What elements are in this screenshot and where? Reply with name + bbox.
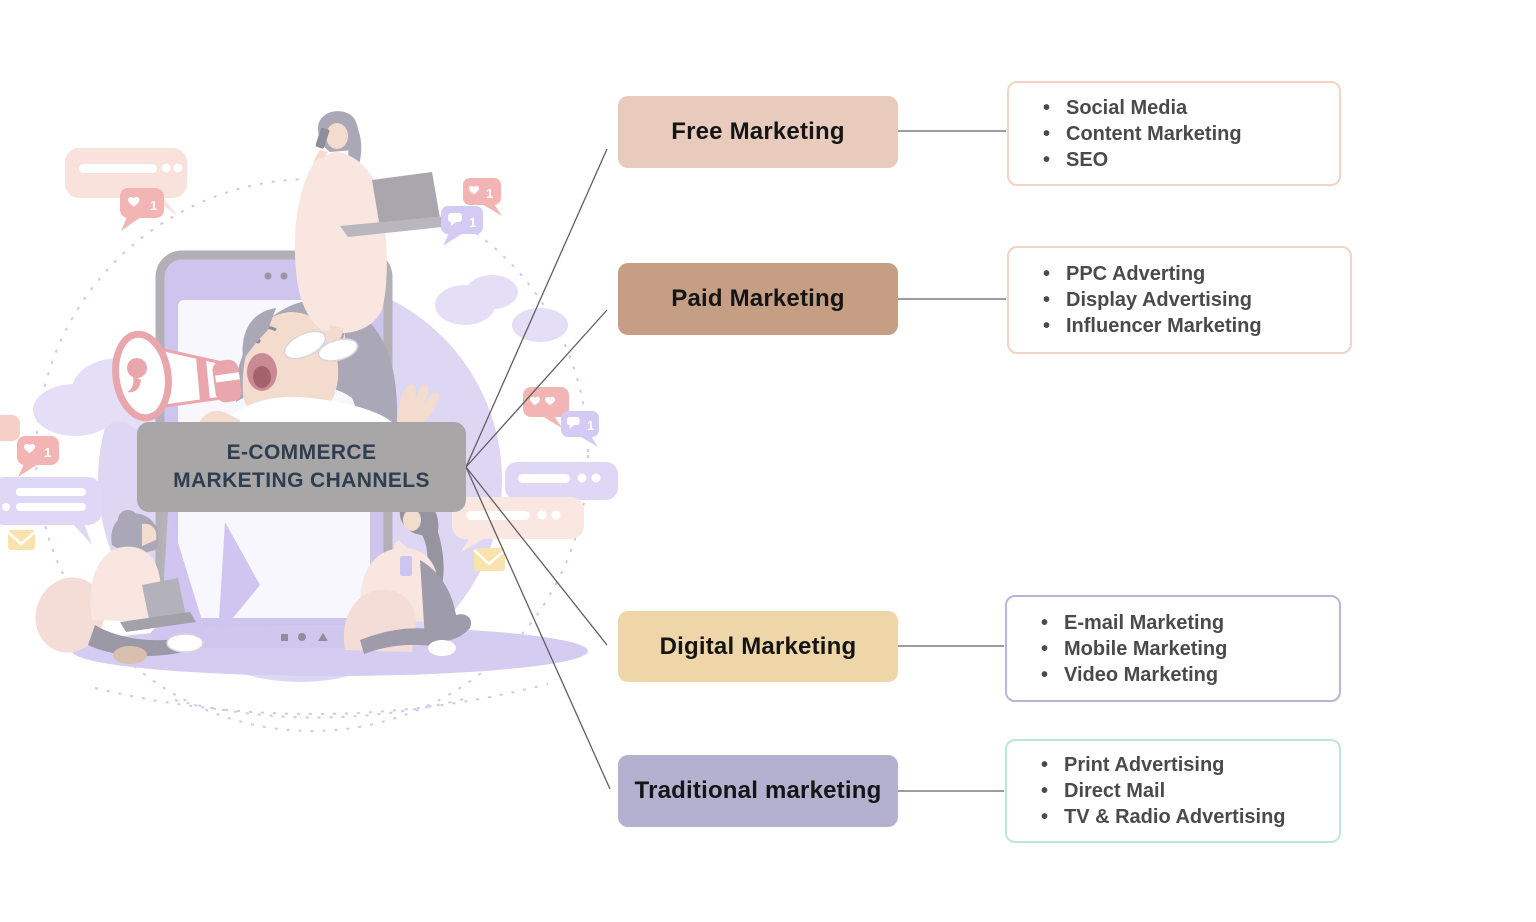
connector-line <box>465 466 608 646</box>
connector-line <box>465 309 608 468</box>
heart-badge: 1 <box>120 188 164 231</box>
list-digital-marketing: E-mail Marketing Mobile Marketing Video … <box>1005 595 1341 702</box>
list-free-marketing: Social Media Content Marketing SEO <box>1007 81 1341 186</box>
svg-text:1: 1 <box>150 198 157 213</box>
central-node: E-COMMERCE MARKETING CHANNELS <box>137 422 466 512</box>
branch-free-marketing: Free Marketing <box>618 96 898 168</box>
speech-bubbles <box>0 148 618 553</box>
central-node-line2: MARKETING CHANNELS <box>173 469 430 492</box>
central-node-line1: E-COMMERCE <box>226 441 377 465</box>
envelope-icon <box>473 548 506 571</box>
speech-bubble-pink-edge <box>0 415 20 441</box>
megaphone <box>112 330 242 448</box>
list-item: Influencer Marketing <box>1043 313 1262 339</box>
envelope-icon <box>7 530 36 550</box>
digital-marketing-items: E-mail Marketing Mobile Marketing Video … <box>1007 610 1235 688</box>
list-item: Content Marketing <box>1043 121 1242 147</box>
connector-line <box>465 148 608 468</box>
sitting-woman-left <box>35 510 204 664</box>
svg-text:1: 1 <box>486 186 493 201</box>
list-item: PPC Adverting <box>1043 261 1262 287</box>
list-item: SEO <box>1043 147 1242 173</box>
list-item: Mobile Marketing <box>1041 636 1227 662</box>
svg-text:1: 1 <box>44 445 51 460</box>
list-item: Direct Mail <box>1041 778 1286 804</box>
free-marketing-items: Social Media Content Marketing SEO <box>1009 95 1250 173</box>
speech-bubble-purple-left <box>0 477 102 545</box>
dock-bar <box>150 627 378 648</box>
traditional-marketing-items: Print Advertising Direct Mail TV & Radio… <box>1007 752 1294 830</box>
list-item: TV & Radio Advertising <box>1041 804 1286 830</box>
comment-badge: 1 <box>441 206 483 246</box>
comment-badge: 1 <box>561 411 599 447</box>
speech-bubble-pink-right <box>452 497 584 553</box>
svg-text:1: 1 <box>587 418 594 433</box>
list-item: Print Advertising <box>1041 752 1286 778</box>
sitting-woman-top <box>283 111 452 362</box>
list-item: Social Media <box>1043 95 1242 121</box>
heart-badge: 1 <box>463 178 502 216</box>
branch-digital-marketing: Digital Marketing <box>618 611 898 682</box>
list-item: E-mail Marketing <box>1041 610 1227 636</box>
double-heart-badge <box>523 387 569 428</box>
envelopes <box>7 530 506 571</box>
sneakers <box>283 330 359 362</box>
branch-traditional-marketing: Traditional marketing <box>618 755 898 827</box>
list-traditional-marketing: Print Advertising Direct Mail TV & Radio… <box>1005 739 1341 843</box>
heart-badge: 1 <box>17 436 59 477</box>
notification-badges: 1 1 1 1 <box>17 178 599 477</box>
list-item: Video Marketing <box>1041 662 1227 688</box>
laptop <box>120 578 196 632</box>
connector-line <box>465 466 611 790</box>
sitting-woman-right <box>343 498 472 656</box>
branch-paid-marketing: Paid Marketing <box>618 263 898 335</box>
list-item: Display Advertising <box>1043 287 1262 313</box>
svg-text:1: 1 <box>469 215 476 230</box>
list-paid-marketing: PPC Adverting Display Advertising Influe… <box>1007 246 1352 354</box>
laptop <box>340 172 452 237</box>
paid-marketing-items: PPC Adverting Display Advertising Influe… <box>1009 261 1270 339</box>
